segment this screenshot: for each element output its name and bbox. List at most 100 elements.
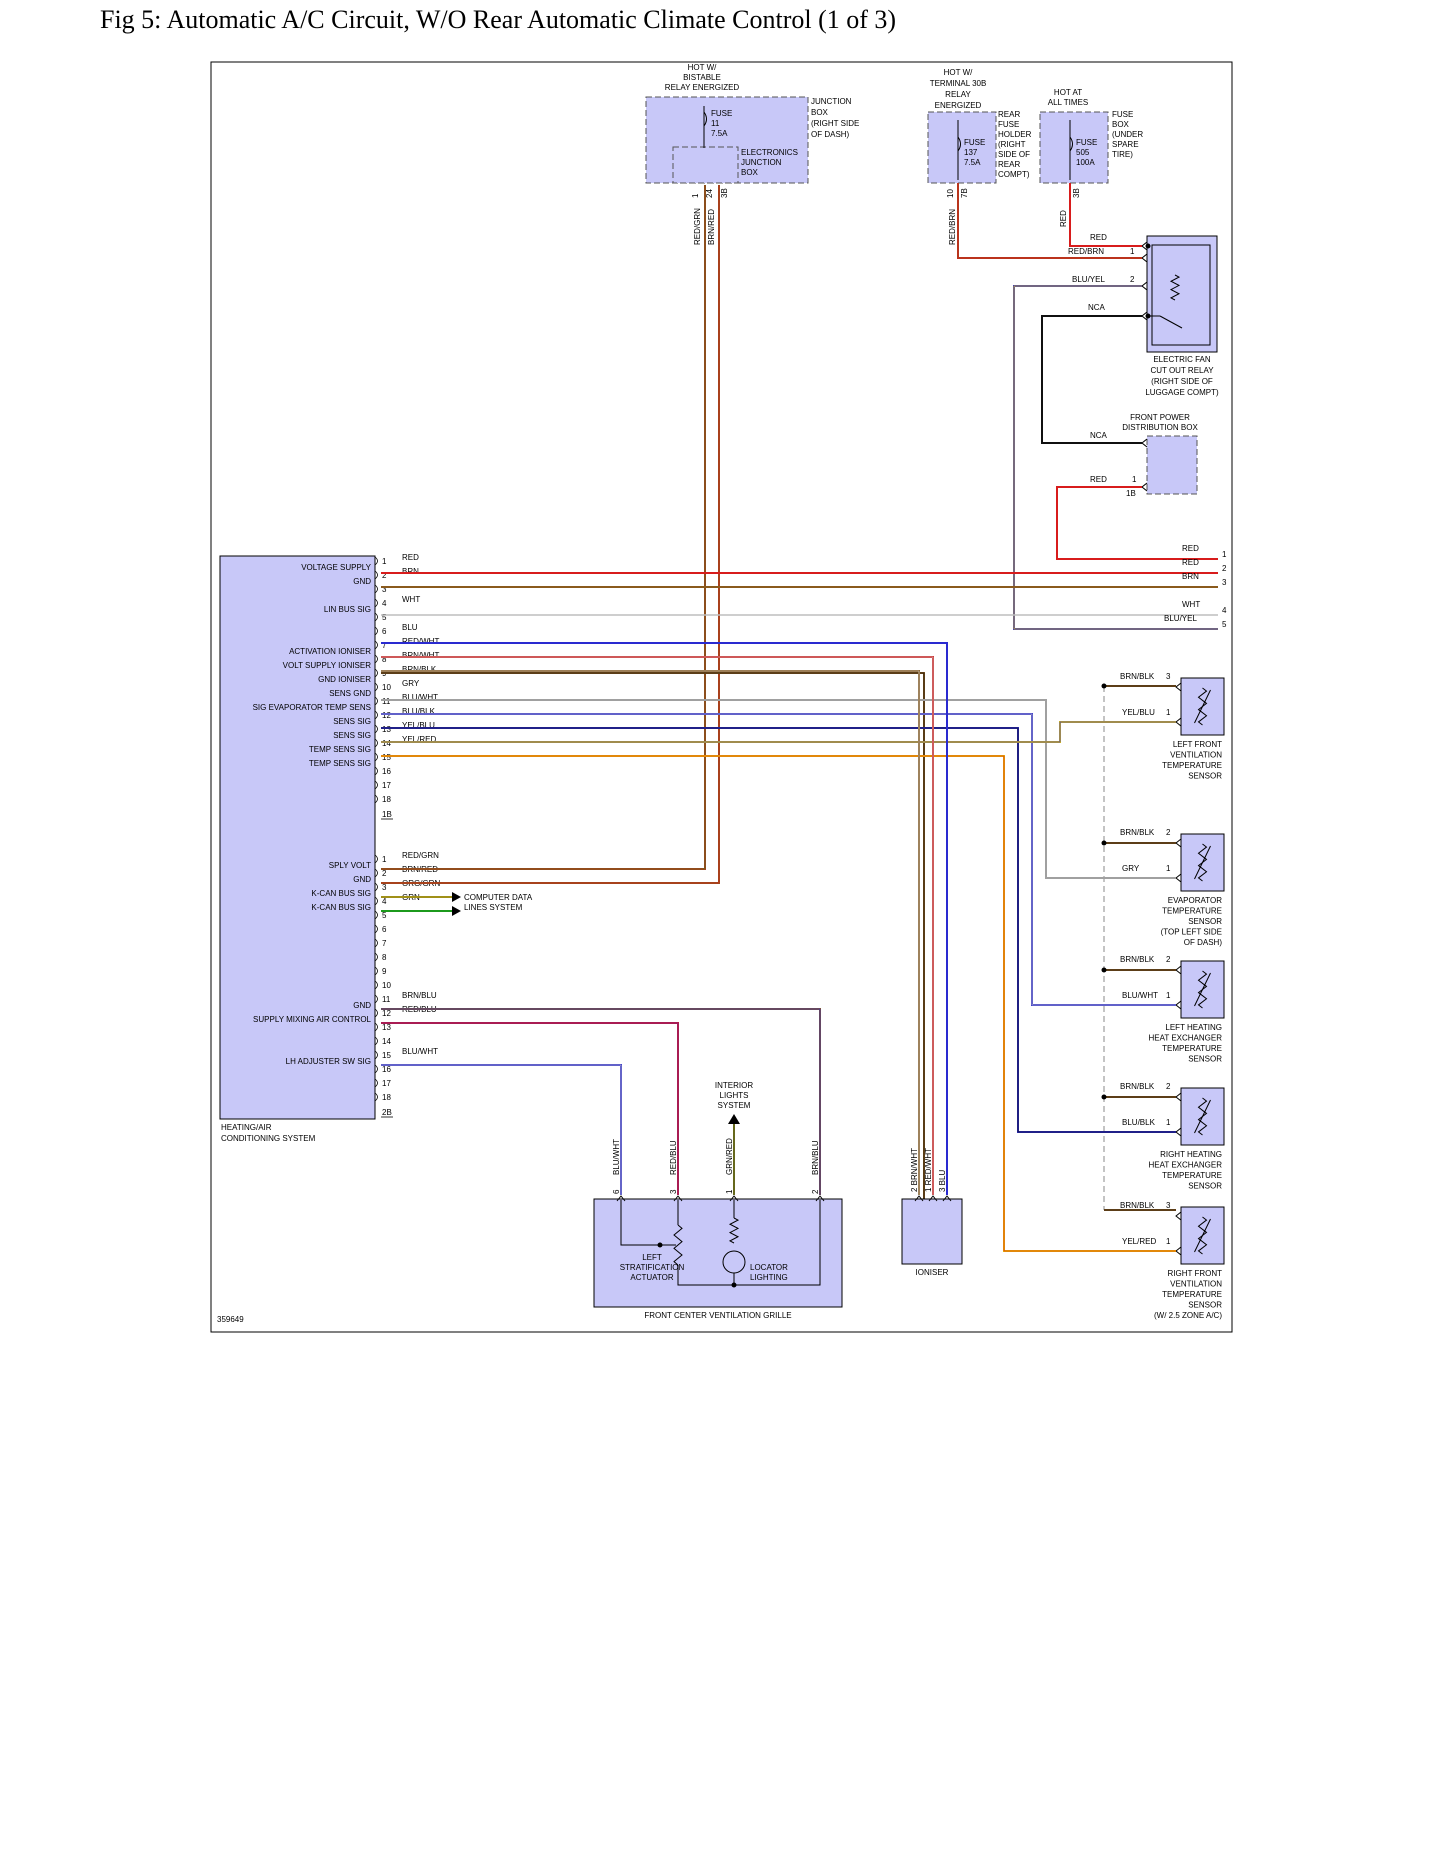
temperature-sensor-label: LEFT HEATING	[1165, 1023, 1222, 1032]
hvac-c2-wire-label: BLU/WHT	[402, 1047, 438, 1056]
junction-box-label: JUNCTION	[811, 97, 852, 106]
wire-red-grn	[381, 185, 706, 870]
rear-fuse-wire-label: RED/BRN	[948, 209, 957, 245]
hvac-c1-signal-label: VOLTAGE SUPPLY	[301, 563, 371, 572]
grille-internal-wiring	[677, 1200, 821, 1286]
hvac-c1-signal-label: GND	[353, 577, 371, 586]
hvac-c2-pin-connector	[374, 1064, 378, 1074]
front-center-ventilation-grille	[593, 1198, 843, 1308]
fuse-box-label: TIRE)	[1112, 150, 1133, 159]
temperature-sensor-label: (W/ 2.5 ZONE A/C)	[1154, 1311, 1222, 1320]
hvac-c1-pin-connector	[374, 626, 378, 636]
hvac-c2-pin-number: 13	[382, 1023, 391, 1032]
hvac-c1-signal-label: GND IONISER	[318, 675, 371, 684]
wire-red-brn	[957, 183, 1142, 259]
relay-wire-label: RED	[1090, 233, 1107, 242]
hvac-c1-pin-number: 1	[382, 557, 387, 566]
hvac-c1-pin-number: 2	[382, 571, 387, 580]
thermistor-arrow	[1194, 689, 1211, 724]
hvac-c2-pin-number: 3	[382, 883, 387, 892]
fuse-505-label: FUSE	[1076, 138, 1097, 147]
hvac-c2-pin-number: 9	[382, 967, 387, 976]
connector-symbol	[914, 1195, 924, 1202]
hvac-module-label: HEATING/AIR	[221, 1123, 272, 1132]
fuse-box-wire-label: RED	[1059, 210, 1068, 227]
relay-internal-frame	[1151, 244, 1211, 346]
actuator-label: ACTUATOR	[630, 1273, 673, 1282]
hvac-c1-pin-connector	[374, 570, 378, 580]
wire-brn-blk-gnd-ioniser	[381, 672, 925, 1261]
sensor-pin: 1	[1166, 864, 1171, 873]
connector-symbol	[1175, 1246, 1182, 1256]
hvac-c1-signal-label: SENS SIG	[333, 731, 371, 740]
connector-symbol	[1141, 253, 1148, 263]
hvac-c1-signal-label: SIG EVAPORATOR TEMP SENS	[253, 703, 371, 712]
connector-symbol	[1175, 1000, 1182, 1010]
connector-symbol	[1175, 1211, 1182, 1221]
wire-red-fuse505	[1069, 183, 1142, 247]
fuse-137-label: 137	[964, 148, 978, 157]
fuse-11-symbol	[703, 111, 707, 127]
hvac-c1-pin-number: 10	[382, 683, 391, 692]
sensor-wire-label: BRN/BLK	[1120, 672, 1155, 681]
hvac-c2-pin-connector	[374, 882, 378, 892]
relay-pin: 2	[1130, 275, 1135, 284]
sensor-pin: 2	[1166, 1082, 1171, 1091]
wire-red-fpdb	[1056, 486, 1218, 560]
computer-data-arrow	[452, 892, 461, 902]
thermistor-arrow	[1194, 1099, 1211, 1134]
splice-dot	[1101, 967, 1107, 973]
wire-blu-ioniser	[381, 642, 948, 1195]
hvac-c1-pin-number: 16	[382, 767, 391, 776]
temperature-sensor-label: (TOP LEFT SIDE	[1161, 928, 1222, 937]
connector-symbol	[1175, 965, 1182, 975]
wire-brn-blu	[381, 1008, 821, 1195]
rear-fuse-holder-label: FUSE	[998, 120, 1019, 129]
splice-dot	[657, 1242, 663, 1248]
hvac-c1-pin-connector	[374, 738, 378, 748]
grille-pin: 1	[725, 1189, 734, 1194]
connector-symbol	[616, 1195, 626, 1202]
fpdb-wire-label: RED	[1090, 475, 1107, 484]
wire-yel-blu	[381, 721, 1176, 743]
fuse-505-label: 100A	[1076, 158, 1095, 167]
right-edge-pin: 3	[1222, 578, 1227, 587]
sensor-pin: 3	[1166, 1201, 1171, 1210]
hvac-c2-pin-number: 8	[382, 953, 387, 962]
ioniser-label: IONISER	[916, 1268, 949, 1277]
connector-symbol	[942, 1195, 952, 1202]
relay-wire-label: RED/BRN	[1068, 247, 1104, 256]
rear-fuse-pin: 7B	[960, 188, 969, 198]
actuator-label: LEFT	[642, 1253, 662, 1262]
hvac-c1-signal-label: SENS SIG	[333, 717, 371, 726]
hvac-c1-pin-connector	[374, 682, 378, 692]
hvac-c2-pin-number: 10	[382, 981, 391, 990]
grille-pin: 2	[811, 1189, 820, 1194]
junction-box-hot-label: RELAY ENERGIZED	[665, 83, 740, 92]
interior-lights-label: INTERIOR	[715, 1081, 753, 1090]
fuse-11-label: 7.5A	[711, 129, 728, 138]
hvac-c2-pin-connector	[374, 1036, 378, 1046]
hvac-c2-pin-number: 12	[382, 1009, 391, 1018]
temperature-sensor-label: RIGHT FRONT	[1167, 1269, 1222, 1278]
temperature-sensor-label: TEMPERATURE	[1162, 1044, 1222, 1053]
hvac-c2-pin-connector	[374, 854, 378, 864]
hvac-c2-pin-number: 11	[382, 995, 391, 1004]
connector-symbol	[1175, 873, 1182, 883]
hvac-c1-wire-label: WHT	[402, 595, 420, 604]
hvac-c1-wire-label: BLU/WHT	[402, 693, 438, 702]
junction-box-wire-label: RED/GRN	[693, 208, 702, 245]
fuse-505-symbol	[1069, 136, 1073, 152]
hvac-c2-pin-number: 4	[382, 897, 387, 906]
temperature-sensor-label: RIGHT HEATING	[1160, 1150, 1222, 1159]
grille-wire-label: BLU/WHT	[612, 1139, 621, 1175]
hvac-c1-pin-connector	[374, 654, 378, 664]
wire-gry	[381, 699, 1176, 879]
wire-blu-blk-sensor	[381, 727, 1176, 1133]
junction-box-pin: 24	[705, 189, 714, 198]
grille-label: FRONT CENTER VENTILATION GRILLE	[644, 1311, 791, 1320]
electric-fan-relay-label: CUT OUT RELAY	[1150, 366, 1214, 375]
hvac-c2-pin-connector	[374, 868, 378, 878]
connector-symbol	[1175, 838, 1182, 848]
